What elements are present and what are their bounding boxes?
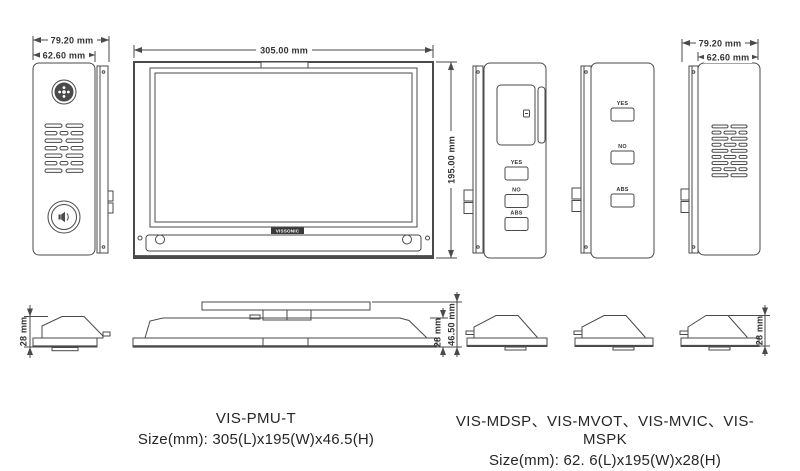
folded-screen-bar	[201, 301, 371, 311]
monitor-front-view: VISSONIC	[133, 61, 434, 259]
voting-display-unit-front-view: YES NO ABS	[463, 62, 547, 259]
caption-modules: VIS-MDSP、VIS-MVOT、VIS-MVIC、VIS-MSPK Size…	[438, 410, 772, 469]
intercom-speaker-grille	[44, 123, 84, 173]
dim-label-module-profile-height: 28 mm	[755, 316, 765, 346]
dim-label-intercom-total-width: 79.20 mm	[51, 36, 94, 46]
dimension-labels: 79.20 mm 62.60 mm 305.00 mm 195.00 mm 79…	[19, 36, 765, 348]
camera-lens-icon	[51, 79, 77, 105]
dim-label-intercom-body-width: 62.60 mm	[43, 51, 86, 61]
intercom-front-view	[32, 62, 114, 256]
dim-label-speaker-total-width: 79.20 mm	[699, 39, 742, 49]
speaker-icon	[58, 211, 69, 223]
monitor-screen	[154, 72, 413, 223]
dim-label-monitor-base-height: 28 mm	[433, 318, 443, 348]
side-screw-right	[425, 235, 430, 241]
monitor-bottom-bar	[137, 234, 430, 252]
intercom-profile-view	[24, 305, 111, 358]
brand-label: VISSONIC	[276, 229, 300, 234]
module-profile-view-3	[679, 305, 770, 356]
voting-buttons: YES NO ABS	[610, 101, 635, 208]
module-profile-dimension	[728, 305, 770, 356]
no-button	[504, 194, 529, 208]
model-size-pmu: Size(mm): 305(L)x195(W)x46.5(H)	[137, 431, 375, 448]
dim-label-speaker-body-width: 62.60 mm	[707, 53, 750, 63]
dim-label-monitor-height: 195.00 mm	[447, 136, 457, 184]
card-slot-icon	[523, 109, 530, 118]
caption-pmu: VIS-PMU-T Size(mm): 305(L)x195(W)x46.5(H…	[100, 410, 412, 448]
voting-buttons: YES NO ABS	[504, 160, 529, 231]
abs-button	[610, 193, 635, 208]
yes-button	[504, 166, 529, 181]
monitor-screen-frame	[149, 67, 418, 228]
abs-button-label: ABS	[616, 187, 628, 193]
yes-button-label: YES	[617, 101, 629, 107]
speaker-grille	[711, 124, 748, 178]
monitor-top-tab	[260, 61, 309, 69]
side-slot	[537, 86, 546, 144]
unit-display	[496, 84, 536, 146]
voting-unit-front-view: YES NO ABS	[571, 62, 655, 259]
monitor-profile-dimensions	[372, 292, 462, 357]
dim-label-monitor-total-height: 46.50 mm	[447, 303, 457, 346]
no-button	[610, 150, 635, 165]
module-profile-view-2	[573, 315, 654, 351]
bar-screw-right	[402, 234, 412, 245]
module-profile-view-1	[465, 315, 548, 351]
yes-button	[610, 107, 635, 122]
monitor-dimensions	[133, 45, 457, 259]
speaker-front-view	[680, 62, 761, 256]
model-name-pmu: VIS-PMU-T	[215, 410, 297, 427]
no-button-label: NO	[618, 144, 627, 150]
intercom-profile-dimension	[24, 305, 48, 358]
bar-screw-left	[155, 234, 165, 245]
yes-button-label: YES	[511, 160, 523, 166]
monitor-profile-view	[132, 292, 462, 357]
side-screw-left	[137, 235, 143, 241]
abs-button-label: ABS	[510, 211, 522, 217]
model-names-modules: VIS-MDSP、VIS-MVOT、VIS-MVIC、VIS-MSPK	[455, 413, 755, 448]
speaker-side-view	[680, 65, 699, 254]
intercom-side-view	[96, 65, 114, 254]
no-button-label: NO	[512, 188, 521, 194]
brand-badge: VISSONIC	[271, 227, 304, 234]
dim-label-intercom-profile-height: 28 mm	[19, 317, 29, 347]
model-size-modules: Size(mm): 62. 6(L)x195(W)x28(H)	[488, 452, 722, 469]
call-button	[47, 200, 81, 234]
voting-unit-side-view	[571, 65, 592, 254]
voting-display-unit-side-view	[463, 65, 484, 254]
abs-button	[504, 217, 529, 231]
dim-label-monitor-width: 305.00 mm	[260, 46, 308, 56]
